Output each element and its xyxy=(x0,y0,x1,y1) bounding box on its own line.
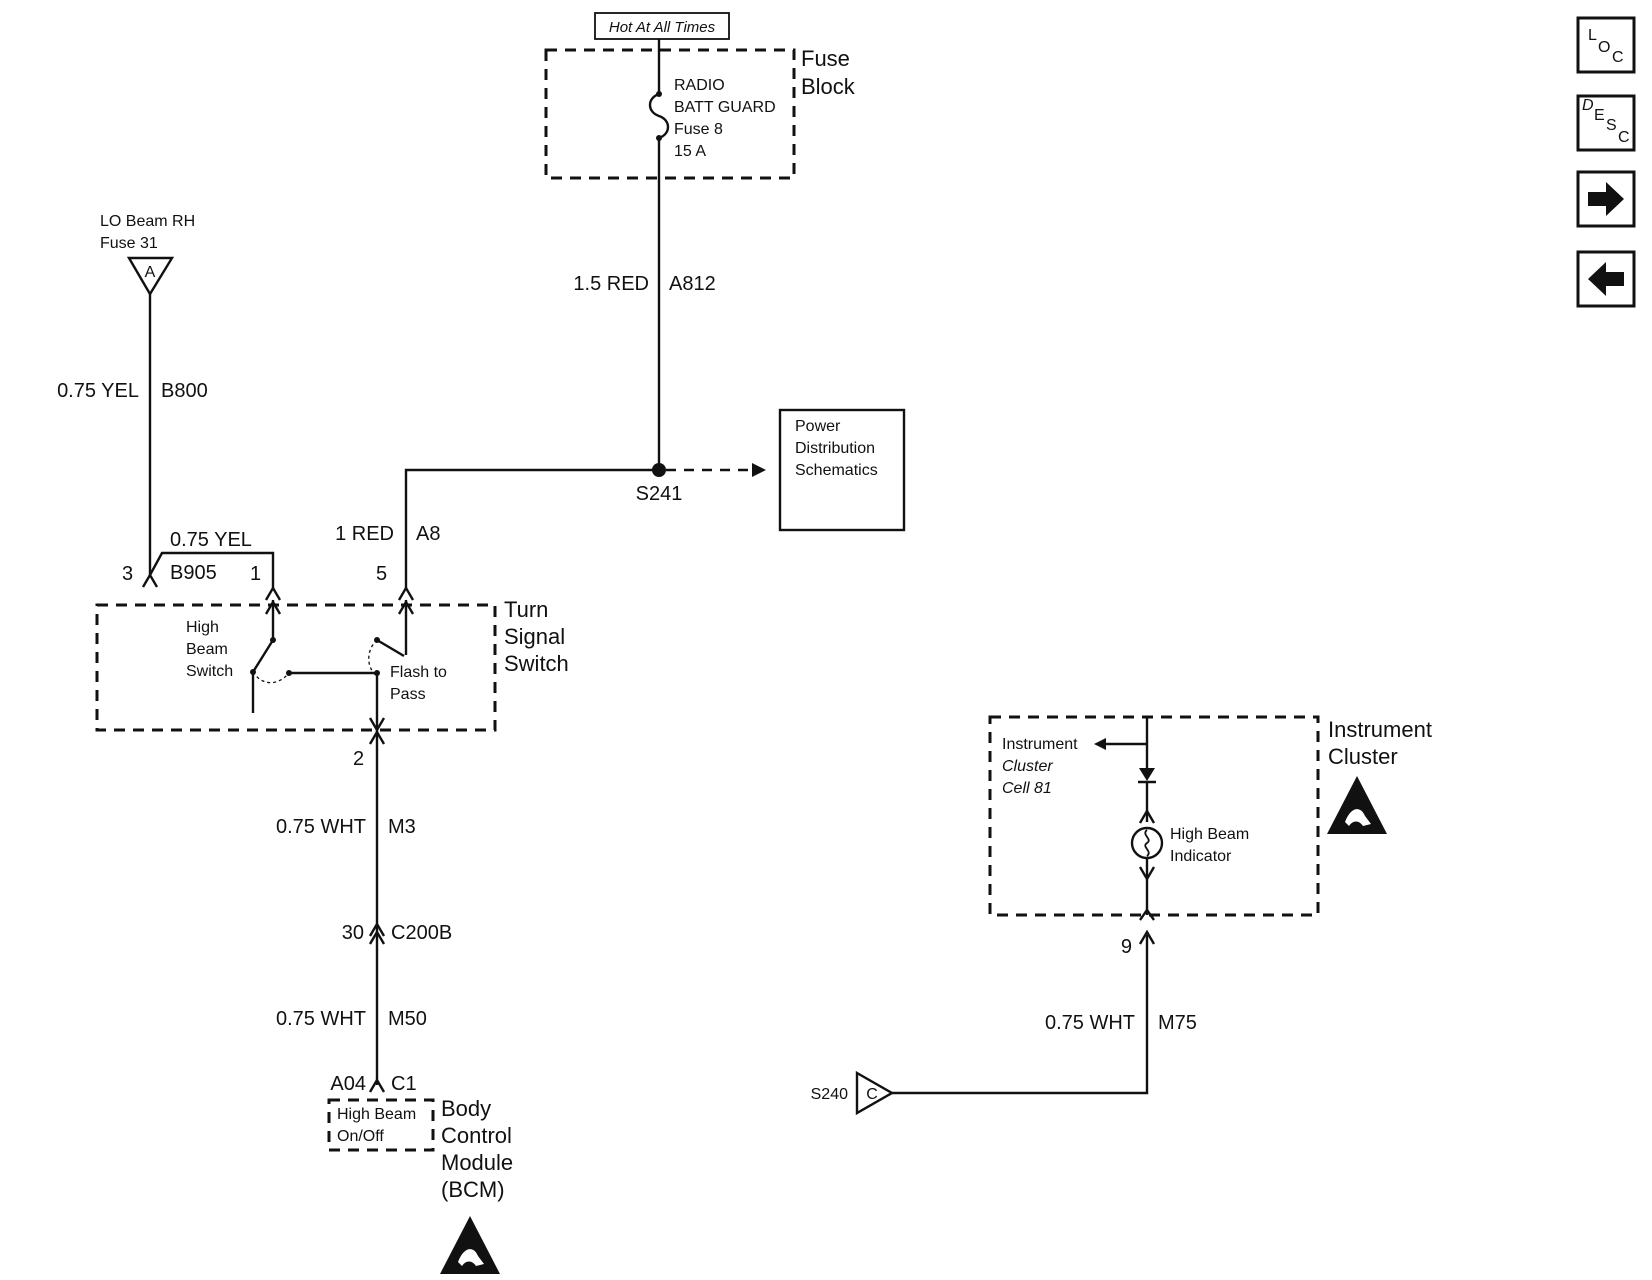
bcm-pin: A04 xyxy=(330,1073,366,1095)
arrow-to-power-distribution-icon xyxy=(752,463,766,477)
fuse-icon xyxy=(648,92,670,140)
instrument-cluster-name-2: Cluster xyxy=(1328,744,1398,769)
turn-signal-name-3: Switch xyxy=(504,651,569,676)
cell-label-1: Instrument xyxy=(1002,736,1078,753)
wire-a812-gauge: 1.5 RED xyxy=(573,273,649,295)
splice-s240-connector xyxy=(855,1070,895,1116)
turn-signal-name-2: Signal xyxy=(504,624,565,649)
wire-a8-gauge: 1 RED xyxy=(335,523,394,545)
lo-beam-connector-triangle xyxy=(126,256,175,297)
turn-signal-name-1: Turn xyxy=(504,597,548,622)
turn-signal-switch-outline xyxy=(95,603,497,732)
instrument-cluster-name-1: Instrument xyxy=(1328,717,1432,742)
splice-s240-label: S240 xyxy=(811,1086,848,1103)
bcm-name-3: Module xyxy=(441,1150,513,1175)
cell-81-arrow-icon xyxy=(1094,738,1106,750)
esd-warning-icon xyxy=(1327,776,1387,834)
fuse-block: Hot At All Times Fuse Block RADIO BATT G… xyxy=(544,12,856,180)
hot-at-all-times-box xyxy=(594,12,730,40)
lo-beam-connector-letter: A xyxy=(145,264,156,281)
wire-m75-gauge: 0.75 WHT xyxy=(1045,1012,1135,1034)
svg-text:L: L xyxy=(1588,27,1597,44)
wire-b800-circuit: B800 xyxy=(161,380,208,402)
svg-text:E: E xyxy=(1594,107,1605,124)
wire-b905-gauge: 0.75 YEL xyxy=(170,529,252,551)
wire-m50-gauge: 0.75 WHT xyxy=(276,1008,366,1030)
wire-m3-circuit: M3 xyxy=(388,816,416,838)
bcm-inner-2: On/Off xyxy=(337,1128,384,1145)
high-beam-switch-2: Beam xyxy=(186,641,228,658)
esd-warning-icon xyxy=(440,1216,500,1274)
wire-a8 xyxy=(404,468,659,590)
lo-beam-label-2: Fuse 31 xyxy=(100,235,158,252)
indicator-label-1: High Beam xyxy=(1170,826,1249,843)
wire-b905-circuit: B905 xyxy=(170,562,217,584)
flash-to-pass-1: Flash to xyxy=(390,664,447,681)
power-distribution-1: Power xyxy=(795,418,841,435)
arrow-right-icon xyxy=(1588,182,1624,216)
pin-1: 1 xyxy=(250,563,261,585)
wire-a8-circuit: A8 xyxy=(416,523,440,545)
s240-connector-letter: C xyxy=(866,1086,878,1103)
fuse-label-3: Fuse 8 xyxy=(674,121,723,138)
hot-at-all-times-label: Hot At All Times xyxy=(609,19,716,36)
bcm-name-1: Body xyxy=(441,1096,491,1121)
wire-m3-gauge: 0.75 WHT xyxy=(276,816,366,838)
splice-s241-label: S241 xyxy=(636,483,683,505)
cell-label-2: Cluster xyxy=(1002,758,1053,775)
wire-m75-circuit: M75 xyxy=(1158,1012,1197,1034)
high-beam-switch-3: Switch xyxy=(186,663,233,680)
fuse-block-name-2: Block xyxy=(801,74,856,99)
instrument-cluster-outline xyxy=(988,715,1320,917)
bcm-name-4: (BCM) xyxy=(441,1177,505,1202)
wire-b800-gauge: 0.75 YEL xyxy=(57,380,139,402)
power-distribution-2: Distribution xyxy=(795,440,875,457)
bcm-name-2: Control xyxy=(441,1123,512,1148)
diode-icon xyxy=(1139,768,1155,781)
power-distribution-box[interactable] xyxy=(778,408,906,532)
fuse-block-outline xyxy=(544,48,796,180)
bcm-inner-1: High Beam xyxy=(337,1106,416,1123)
flash-to-pass-blade xyxy=(376,638,405,658)
loc-button[interactable]: L O C xyxy=(1576,16,1636,74)
fuse-label-2: BATT GUARD xyxy=(674,99,776,116)
pin-2: 2 xyxy=(353,748,364,770)
wire-m75 xyxy=(892,935,1149,1095)
indicator-label-2: Indicator xyxy=(1170,848,1232,865)
fuse-label-1: RADIO xyxy=(674,77,725,94)
fuse-label-4: 15 A xyxy=(674,143,706,160)
fuse-block-name-1: Fuse xyxy=(801,46,850,71)
lo-beam-label-1: LO Beam RH xyxy=(100,213,195,230)
cell-label-3: Cell 81 xyxy=(1002,780,1052,797)
c200b-name: C200B xyxy=(391,922,452,944)
svg-text:C: C xyxy=(1612,49,1624,66)
prev-button[interactable] xyxy=(1576,250,1636,308)
wire-b905 xyxy=(148,551,275,590)
desc-button[interactable]: D E S C xyxy=(1576,94,1636,152)
next-button[interactable] xyxy=(1576,170,1636,228)
wire-m50-circuit: M50 xyxy=(388,1008,427,1030)
pin-5: 5 xyxy=(376,563,387,585)
bcm-connector: C1 xyxy=(391,1073,417,1095)
svg-text:S: S xyxy=(1606,117,1617,134)
svg-text:C: C xyxy=(1618,129,1630,146)
svg-text:D: D xyxy=(1582,97,1594,114)
pin-3: 3 xyxy=(122,563,133,585)
svg-text:O: O xyxy=(1598,39,1610,56)
high-beam-switch-1: High xyxy=(186,619,219,636)
pin-9: 9 xyxy=(1121,936,1132,958)
power-distribution-3: Schematics xyxy=(795,462,878,479)
flash-to-pass-2: Pass xyxy=(390,686,426,703)
arrow-left-icon xyxy=(1588,262,1624,296)
c200b-pin: 30 xyxy=(342,922,364,944)
wire-a812-circuit: A812 xyxy=(669,273,716,295)
high-beam-switch-blade xyxy=(251,639,275,673)
